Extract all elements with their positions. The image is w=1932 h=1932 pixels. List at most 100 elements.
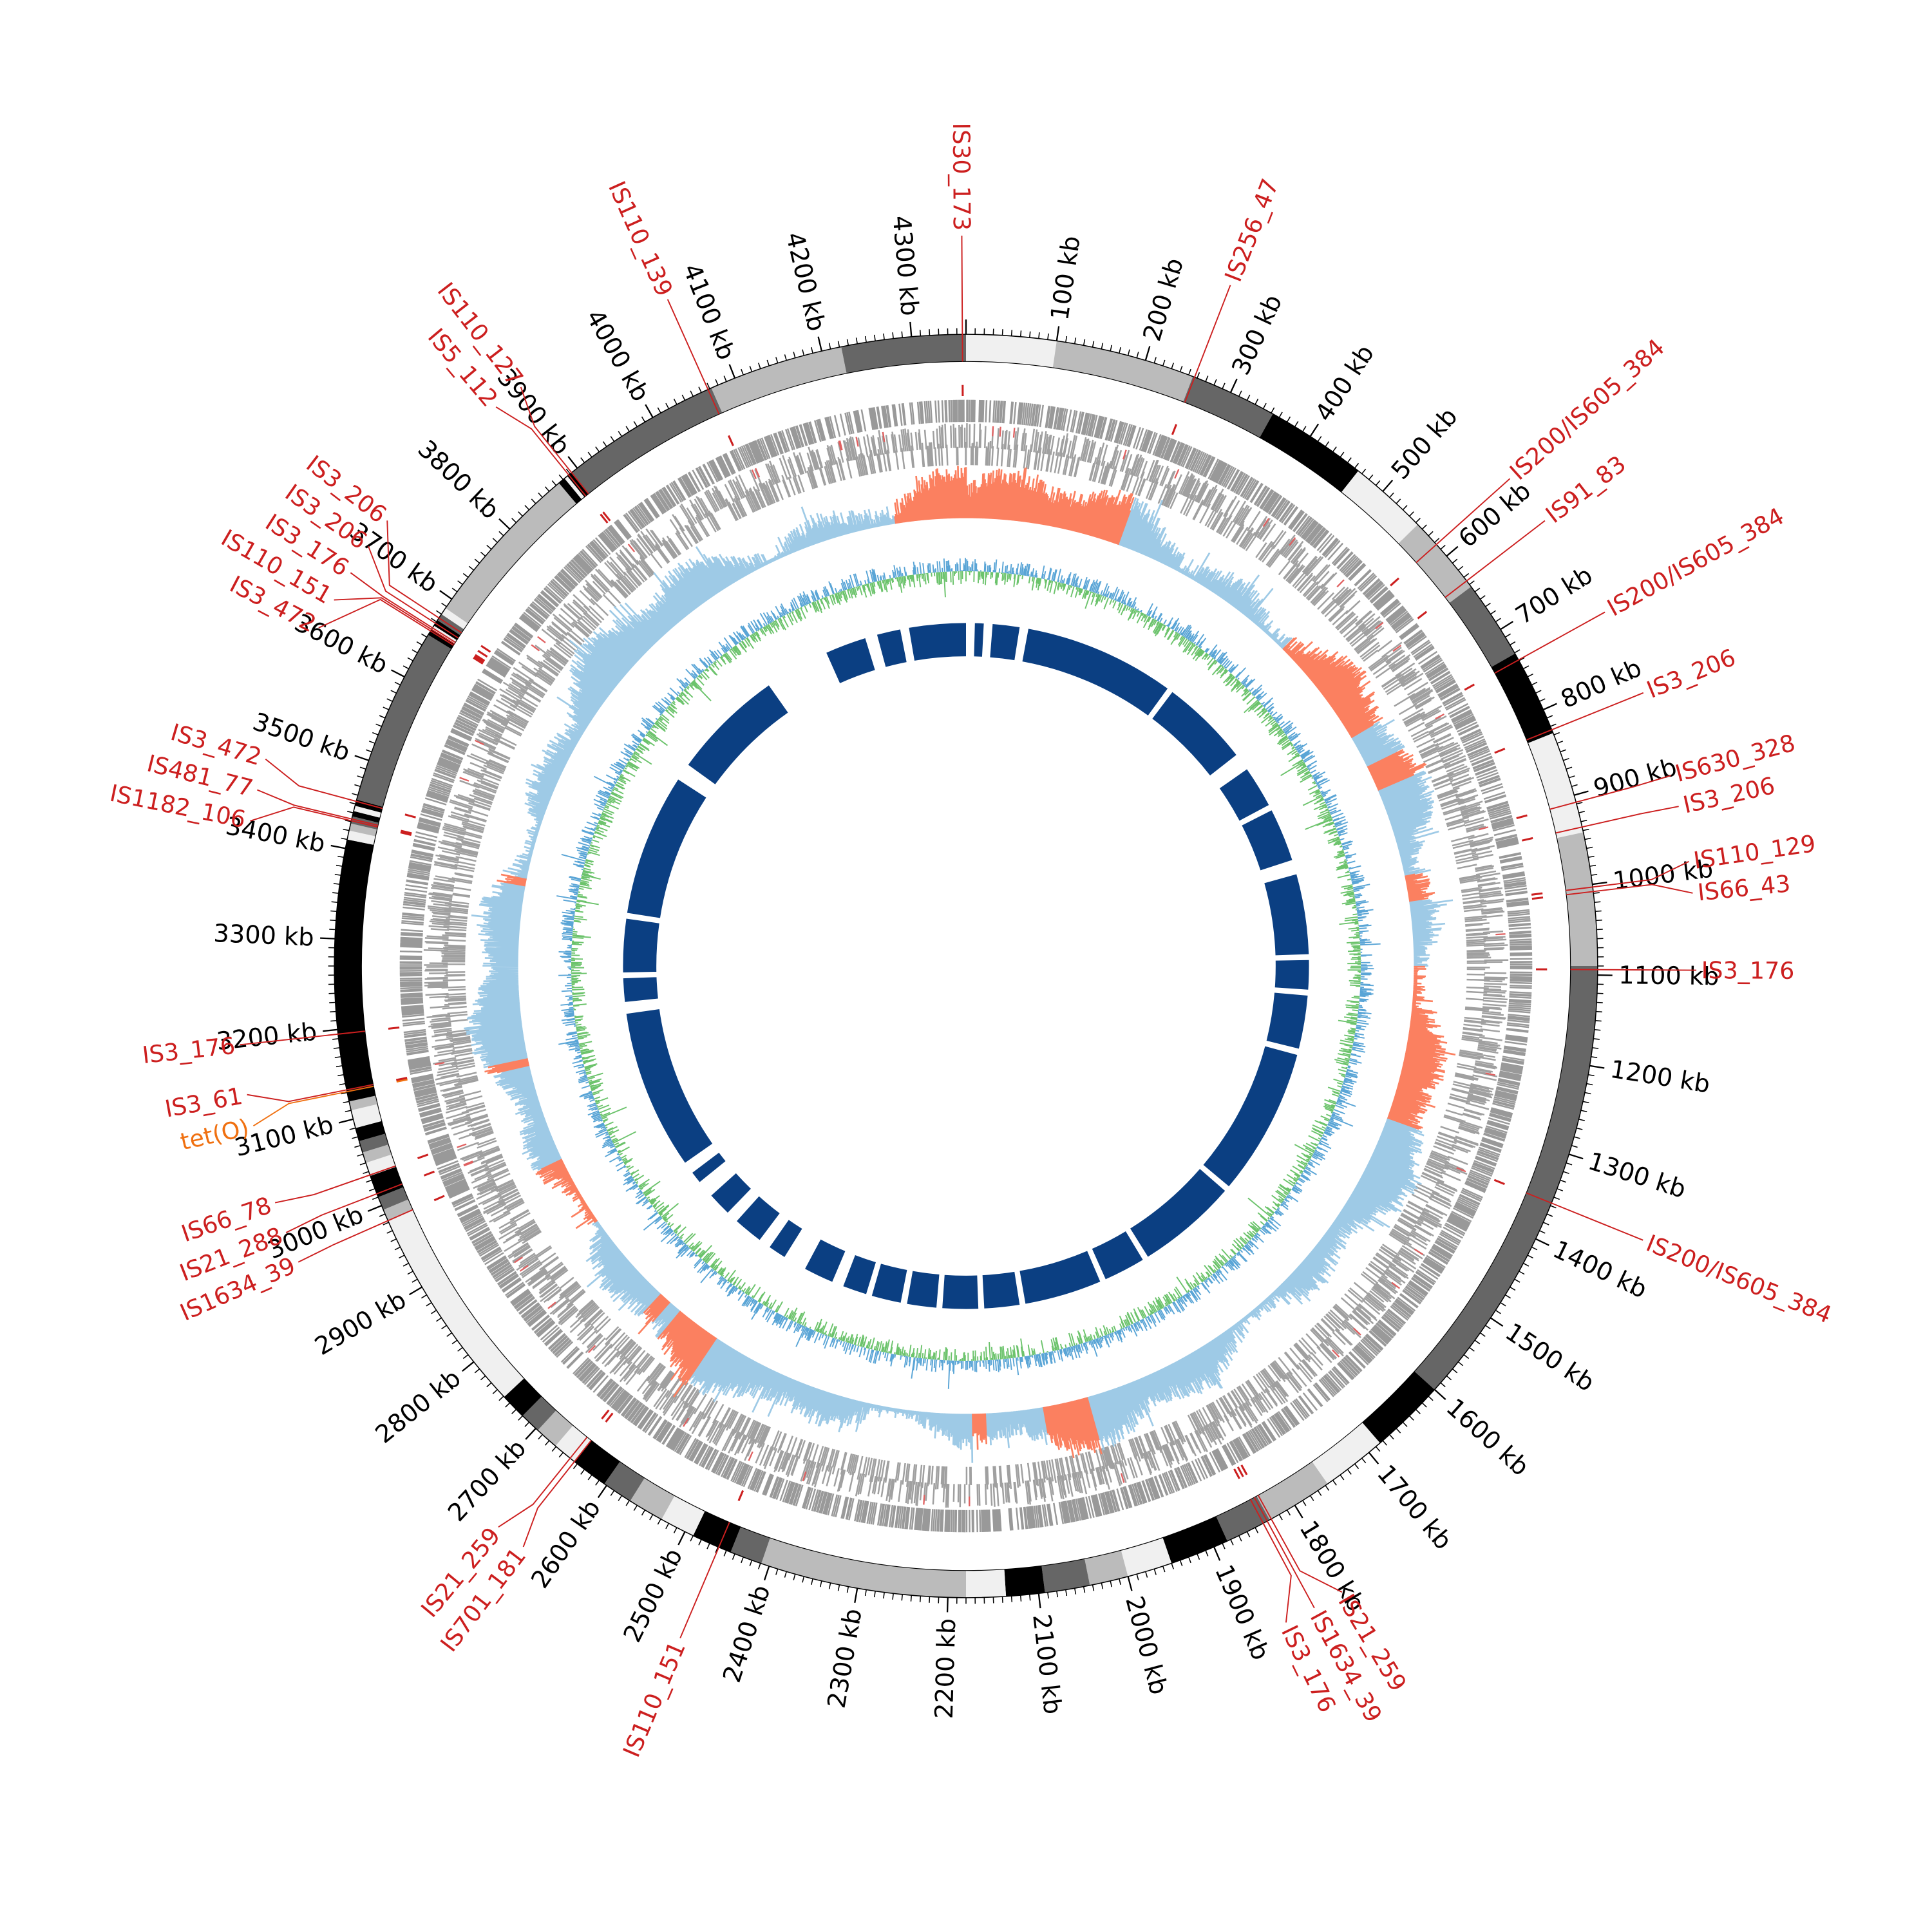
tick-label: 2000 kb bbox=[1119, 1593, 1173, 1698]
ideogram-band bbox=[351, 1104, 382, 1128]
ideogram-band bbox=[966, 1569, 1007, 1598]
ideogram-band bbox=[1362, 1371, 1435, 1443]
inner-ring-segment bbox=[1130, 1169, 1226, 1257]
ideogram-band bbox=[571, 388, 723, 494]
is-element-marker bbox=[601, 1409, 610, 1420]
is-element-marker bbox=[1171, 424, 1178, 435]
ideogram-band bbox=[352, 811, 380, 823]
skew-negative-bars bbox=[464, 497, 1454, 1463]
is-element-marker bbox=[737, 1490, 744, 1501]
tick-label: 1900 kb bbox=[1209, 1560, 1275, 1664]
inner-ring-segment bbox=[626, 1009, 713, 1163]
is-element-leader-line bbox=[368, 545, 459, 639]
inner-ring-segment bbox=[1264, 874, 1309, 956]
ideogram-band bbox=[362, 1144, 392, 1163]
inner-ring-segment bbox=[909, 623, 966, 661]
ideogram-band bbox=[1004, 1566, 1045, 1596]
is-element-leader-line bbox=[1566, 860, 1689, 891]
ideogram-band bbox=[711, 346, 847, 413]
is-element-marker bbox=[1236, 1466, 1244, 1477]
gene-features-outer-lane bbox=[399, 399, 1533, 1533]
is-element-marker bbox=[417, 1153, 429, 1159]
inner-ring-segment bbox=[770, 1220, 802, 1257]
inner-ring-segment bbox=[1152, 692, 1236, 776]
is-element-leader-line bbox=[1566, 884, 1693, 896]
skew-positive-bars bbox=[484, 466, 1456, 1459]
is-element-marker bbox=[600, 513, 609, 524]
is-element-leader-line bbox=[274, 1165, 396, 1204]
ideogram-band bbox=[354, 806, 382, 818]
inner-ring-segment bbox=[711, 1173, 751, 1213]
tick-label: 700 kb bbox=[1511, 561, 1598, 630]
tick-label: 1600 kb bbox=[1441, 1393, 1535, 1482]
is-element-leader-line bbox=[298, 1209, 413, 1263]
tick-label: 500 kb bbox=[1386, 402, 1464, 486]
is-element-leader-line bbox=[318, 598, 454, 646]
tick-label: 2500 kb bbox=[618, 1544, 688, 1647]
gc-content-high bbox=[556, 558, 1381, 1389]
is-element-marker bbox=[423, 1170, 435, 1177]
is-element-leader-line bbox=[667, 299, 720, 415]
tick-label: 3300 kb bbox=[213, 919, 315, 952]
ideogram-band bbox=[574, 1440, 620, 1484]
tick-label: 2100 kb bbox=[1027, 1613, 1067, 1716]
is-element-label: IS110_151 bbox=[618, 1637, 691, 1761]
tick-label: 800 kb bbox=[1557, 654, 1646, 715]
is-element-marker bbox=[1464, 683, 1475, 691]
is-element-marker bbox=[401, 829, 412, 835]
tick-label: 1500 kb bbox=[1500, 1318, 1600, 1397]
tick-label: 2200 kb bbox=[930, 1618, 961, 1719]
gene-feature-track bbox=[399, 399, 1533, 1533]
inner-ring-segment bbox=[1219, 769, 1269, 821]
inner-ring-segment bbox=[692, 1152, 726, 1182]
is-element-label: IS110_139 bbox=[603, 177, 678, 301]
tick-label: 1400 kb bbox=[1548, 1235, 1651, 1305]
gc-content-low bbox=[571, 571, 1361, 1361]
inner-ring-segment bbox=[1022, 629, 1168, 715]
is-element-label: IS200/IS605_384 bbox=[1602, 502, 1788, 622]
ideogram-band bbox=[1183, 376, 1273, 438]
is-element-marker bbox=[480, 645, 491, 653]
ideogram-band bbox=[1162, 1516, 1227, 1564]
is-element-leader-line bbox=[498, 1436, 588, 1528]
ideogram-band bbox=[348, 1095, 378, 1111]
ideogram-band bbox=[1312, 1422, 1380, 1484]
is-element-label: IS200/IS605_384 bbox=[1642, 1229, 1835, 1329]
is-element-marker bbox=[602, 511, 611, 522]
tick-label: 2900 kb bbox=[310, 1285, 411, 1361]
ideogram-band bbox=[630, 1478, 675, 1520]
ideogram-band bbox=[558, 478, 582, 504]
inner-ring-segment bbox=[1203, 1046, 1298, 1187]
ideogram-band bbox=[1341, 471, 1418, 544]
tick-label: 400 kb bbox=[1309, 340, 1380, 427]
ideogram-band bbox=[370, 1166, 404, 1197]
is-element-marker bbox=[475, 654, 486, 662]
is-element-label: IS256_47 bbox=[1219, 175, 1284, 286]
is-element-marker bbox=[1240, 1464, 1248, 1475]
tick-label: 300 kb bbox=[1226, 290, 1288, 379]
tick-label: 1100 kb bbox=[1618, 961, 1719, 991]
is-element-leader-line bbox=[265, 759, 383, 810]
minor-ticks bbox=[328, 328, 1604, 1604]
is-element-marker bbox=[400, 831, 412, 836]
ideogram-band bbox=[537, 1410, 573, 1446]
inner-ring-segment bbox=[990, 624, 1020, 661]
is-element-leader-line bbox=[1526, 692, 1644, 741]
inner-ring-segment bbox=[1266, 992, 1308, 1049]
ideogram-band bbox=[1528, 733, 1584, 838]
inner-ring-segment bbox=[1242, 810, 1293, 871]
ideogram-band bbox=[661, 1495, 705, 1536]
ideogram-band bbox=[348, 823, 377, 837]
is-element-marker bbox=[1522, 837, 1533, 842]
ideogram-band bbox=[366, 1154, 396, 1176]
is-element-leader-line bbox=[1549, 775, 1672, 810]
is-element-marker bbox=[388, 1026, 400, 1030]
ideogram-band bbox=[355, 1121, 386, 1142]
is-element-label: IS630_328 bbox=[1672, 729, 1798, 788]
is-element-label: IS110_129 bbox=[1692, 829, 1817, 875]
ideogram-band bbox=[347, 830, 376, 845]
is-element-label: IS3_206 bbox=[1643, 643, 1739, 704]
ideogram-band bbox=[604, 1461, 645, 1501]
tick-label: 4300 kb bbox=[887, 214, 924, 317]
